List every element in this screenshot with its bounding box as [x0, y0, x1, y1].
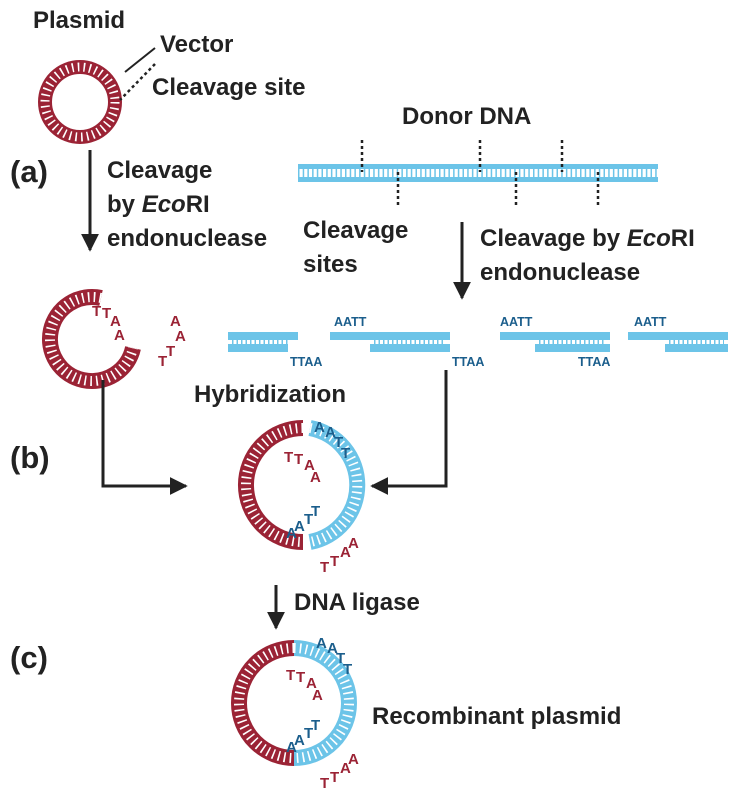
- svg-text:A: A: [348, 751, 359, 768]
- hybrid-vector-sticky-ends: T T A A A A T T: [284, 449, 359, 576]
- svg-text:A: A: [286, 739, 297, 756]
- svg-text:T: T: [166, 343, 175, 360]
- right-cleavage-line1: Cleavage by EcoRI: [480, 225, 695, 252]
- donor-fragment-3: [500, 332, 610, 352]
- svg-text:A: A: [294, 518, 305, 535]
- recombinant-plasmid: [231, 640, 357, 766]
- opened-plasmid-sticky-ends: T T A A A A T T: [92, 303, 186, 370]
- hybrid-plasmid: [238, 420, 366, 550]
- right-merge-arrow: [370, 370, 448, 495]
- svg-text:A: A: [294, 732, 305, 749]
- hybridization-label: Hybridization: [194, 381, 346, 408]
- svg-text:A: A: [175, 328, 186, 345]
- svg-text:T: T: [294, 451, 303, 468]
- svg-text:T: T: [320, 559, 329, 576]
- donor-fragment-1: [228, 332, 298, 352]
- svg-text:T: T: [311, 503, 320, 520]
- panel-b-label: (b): [10, 440, 50, 475]
- svg-text:T: T: [320, 775, 329, 792]
- svg-text:A: A: [114, 327, 125, 344]
- svg-text:AATT: AATT: [500, 315, 533, 329]
- svg-text:T: T: [304, 511, 313, 528]
- right-cleavage-line2: endonuclease: [480, 259, 640, 286]
- svg-text:AATT: AATT: [634, 315, 667, 329]
- vector-leader-line: [124, 47, 156, 73]
- donor-dna-label: Donor DNA: [402, 103, 531, 130]
- donor-cleavage-markers: [360, 140, 600, 206]
- svg-text:A: A: [314, 419, 325, 436]
- svg-text:T: T: [343, 661, 352, 678]
- svg-text:A: A: [306, 675, 317, 692]
- svg-text:AATT: AATT: [334, 315, 367, 329]
- hybrid-donor-sticky-ends: A A T T A A T T: [286, 419, 350, 542]
- svg-text:T: T: [336, 650, 345, 667]
- panel-a-label: (a): [10, 154, 48, 189]
- svg-text:TTAA: TTAA: [290, 355, 322, 369]
- donor-fragments: [228, 332, 728, 352]
- svg-text:T: T: [102, 305, 111, 322]
- vector-label: Vector: [160, 31, 233, 58]
- donor-fragment-4: [628, 332, 728, 352]
- left-cleavage-line2: by EcoRI: [107, 191, 210, 218]
- dna-ligase-label: DNA ligase: [294, 589, 420, 616]
- svg-text:T: T: [286, 667, 295, 684]
- svg-text:T: T: [296, 669, 305, 686]
- left-merge-arrow: [101, 380, 188, 495]
- svg-text:A: A: [340, 760, 351, 777]
- svg-text:T: T: [92, 303, 101, 320]
- recombinant-plasmid-label: Recombinant plasmid: [372, 703, 621, 730]
- svg-text:A: A: [304, 457, 315, 474]
- left-cleavage-line1: Cleavage: [107, 157, 212, 184]
- svg-text:T: T: [330, 553, 339, 570]
- panel-c-label: (c): [10, 640, 48, 675]
- svg-text:A: A: [325, 424, 336, 441]
- svg-text:A: A: [310, 469, 321, 486]
- svg-text:T: T: [284, 449, 293, 466]
- svg-text:T: T: [330, 769, 339, 786]
- svg-text:T: T: [334, 434, 343, 451]
- plasmid-label: Plasmid: [33, 7, 125, 34]
- donor-sticky-ends: AATT TTAA AATT TTAA AATT TTAA: [290, 315, 667, 369]
- recombinant-donor-nucleotides: A A T T A A T T: [286, 635, 352, 756]
- left-cleavage-line3: endonuclease: [107, 225, 267, 252]
- svg-text:T: T: [341, 445, 350, 462]
- svg-text:T: T: [158, 353, 167, 370]
- svg-text:A: A: [327, 640, 338, 657]
- svg-text:A: A: [312, 687, 323, 704]
- svg-text:A: A: [348, 535, 359, 552]
- donor-dna-strand: [298, 164, 658, 182]
- recombinant-vector-nucleotides: T T A A A A T T: [286, 667, 359, 792]
- plasmid-circle: [38, 60, 122, 144]
- svg-text:A: A: [170, 313, 181, 330]
- svg-text:A: A: [286, 525, 297, 542]
- svg-text:TTAA: TTAA: [578, 355, 610, 369]
- svg-text:T: T: [311, 717, 320, 734]
- plasmid-cleavage-site-marker: [119, 63, 156, 101]
- cleavage-sites-line2: sites: [303, 251, 358, 278]
- svg-text:A: A: [110, 313, 121, 330]
- svg-text:T: T: [304, 725, 313, 742]
- svg-text:TTAA: TTAA: [452, 355, 484, 369]
- opened-plasmid: [41, 289, 141, 389]
- svg-text:A: A: [340, 544, 351, 561]
- cleavage-site-label: Cleavage site: [152, 74, 305, 101]
- svg-text:A: A: [316, 635, 327, 652]
- donor-fragment-2: [330, 332, 450, 352]
- cleavage-sites-line1: Cleavage: [303, 217, 408, 244]
